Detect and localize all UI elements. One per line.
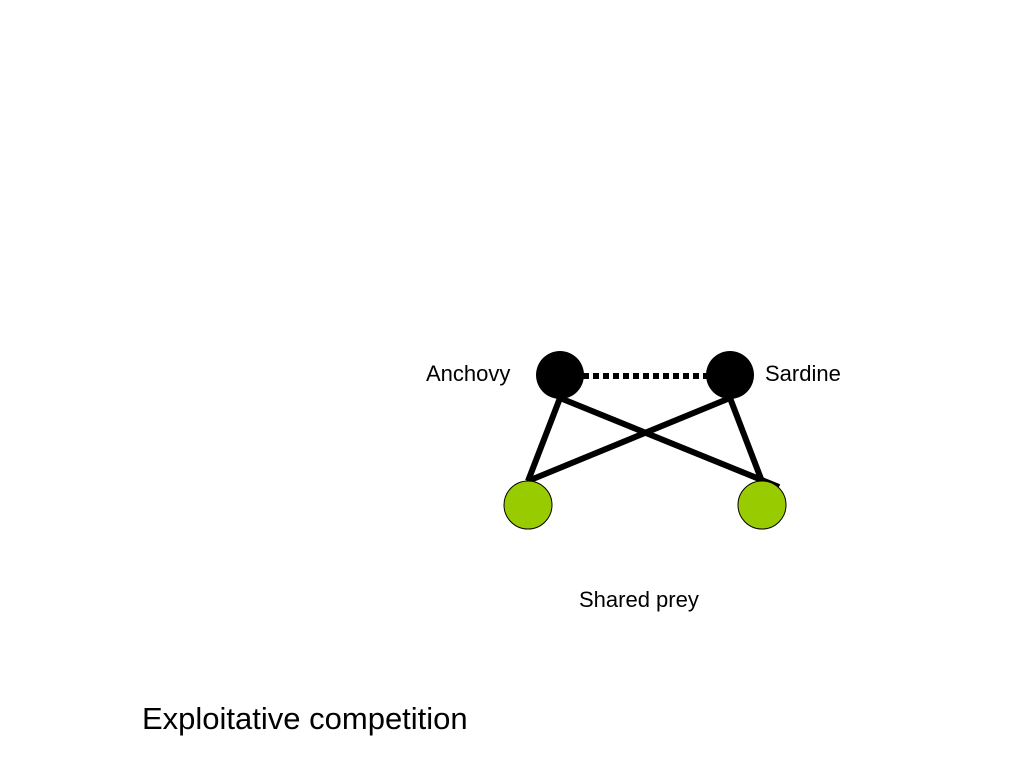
feeding-link-sardine-left-prey — [526, 395, 732, 484]
feeding-link-anchovy-left-prey — [525, 396, 563, 483]
prey-node-left — [503, 480, 553, 530]
shared-prey-label: Shared prey — [579, 587, 699, 612]
anchovy-node — [536, 351, 584, 399]
feeding-link-anchovy-right-prey — [558, 395, 781, 490]
sardine-node — [706, 351, 754, 399]
prey-node-right — [737, 480, 787, 530]
feeding-link-sardine-right-prey — [727, 396, 766, 486]
slide-caption: Exploitative competition — [142, 701, 468, 736]
anchovy-label: Anchovy — [426, 361, 511, 386]
sardine-label: Sardine — [765, 361, 841, 386]
